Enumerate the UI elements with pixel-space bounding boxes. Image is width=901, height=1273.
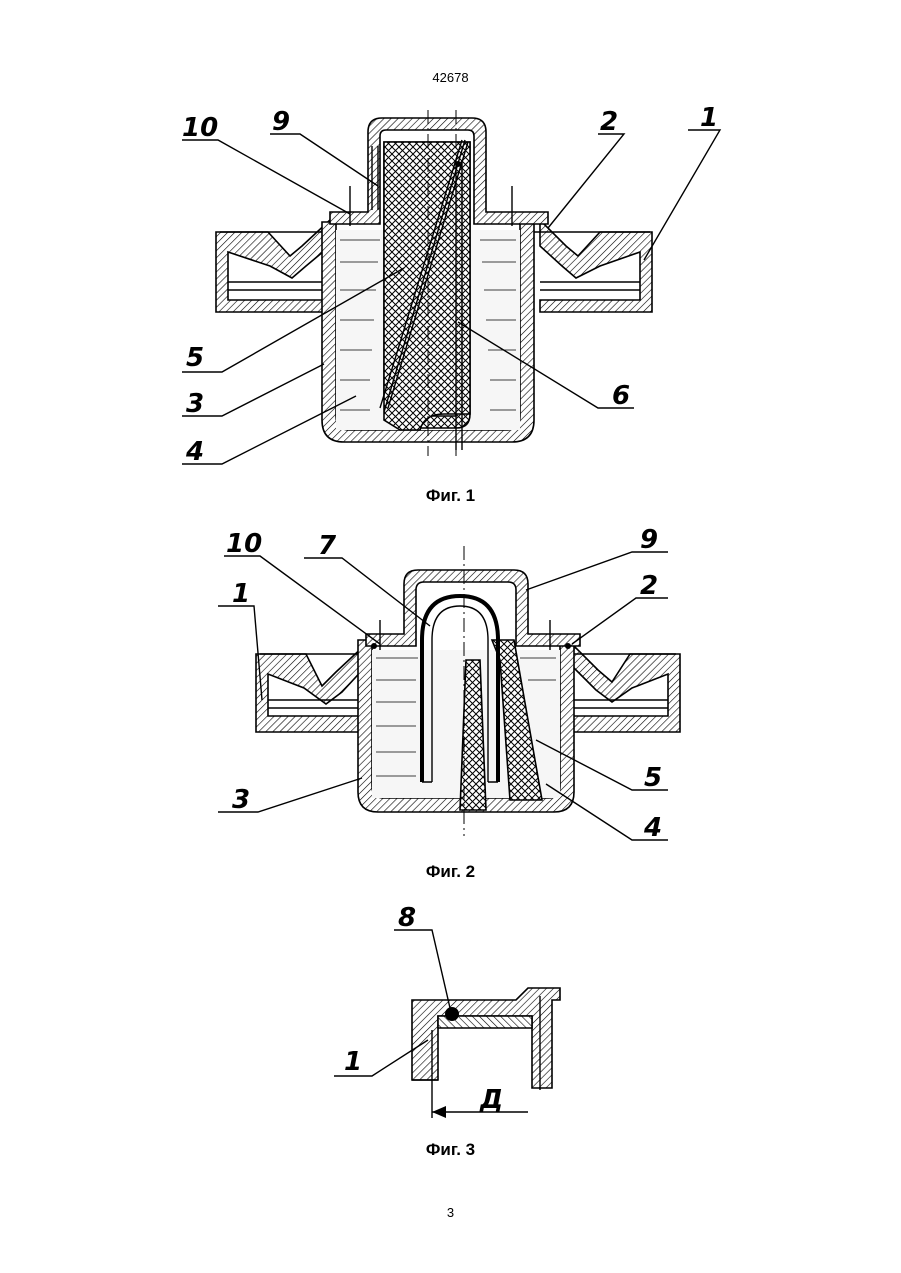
- fig3-label-dim: Д: [479, 1085, 503, 1115]
- figure-3-caption: Фиг. 3: [0, 1140, 901, 1160]
- fig3-lid-section: [412, 988, 560, 1088]
- page-number-bottom: 3: [0, 1205, 901, 1220]
- figure-3-drawing: 8 1 Д: [0, 0, 901, 1130]
- fig3-seal-ring: [445, 1007, 459, 1021]
- fig3-label-8: 8: [398, 903, 416, 933]
- fig3-label-1: 1: [344, 1047, 362, 1077]
